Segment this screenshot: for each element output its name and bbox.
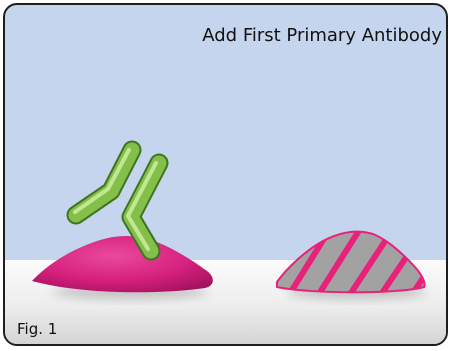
- figure-label: Fig. 1: [17, 320, 57, 338]
- target-protein: [32, 236, 213, 292]
- figure-frame: Add First Primary Antibody Fig. 1: [3, 3, 448, 346]
- figure-title: Add First Primary Antibody: [202, 25, 442, 46]
- primary-antibody: [75, 150, 159, 251]
- diagram-scene: [5, 5, 446, 344]
